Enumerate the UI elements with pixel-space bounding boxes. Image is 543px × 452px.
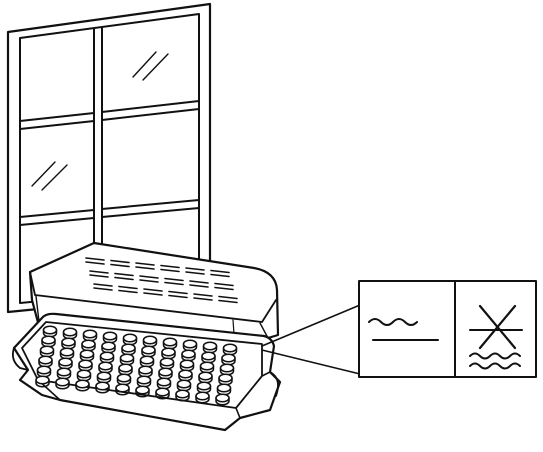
cell-pellet-top [84,330,97,338]
cell-pellet-top [61,348,74,356]
cell-pellet-top [224,344,237,352]
cell-pellet-top [62,338,75,346]
cell-pellet-top [219,374,232,382]
cell-pellet-top [102,342,115,350]
cell-pellet-top [76,380,89,388]
cell-pellet-top [58,368,71,376]
cell-pellet-top [96,382,109,390]
water-level-callout [262,281,536,377]
cell-pellet-top [101,352,114,360]
cell-pellet-top [39,356,52,364]
cell-pellet-top [176,390,189,398]
window-mullion-lower [20,200,199,225]
glass-glare-mark [32,162,67,190]
cell-pellet-top [141,356,154,364]
cell-pellet-top [124,334,137,342]
cell-pellet-top [156,388,169,396]
cell-pellet-top [122,344,135,352]
cell-pellet-top [182,350,195,358]
cell-pellet-top [56,378,69,386]
cell-pellet-top [118,374,131,382]
cell-pellet-top [82,340,95,348]
cell-pellet-top [164,338,177,346]
cell-pellet-top [81,350,94,358]
cell-pellet-top [201,362,214,370]
cell-pellet-top [179,370,192,378]
window-mullion-upper [20,101,199,129]
cell-pellet-top [199,372,212,380]
cell-pellet-top [44,326,57,334]
cell-pellet-top [98,372,111,380]
cell-pellet-top [178,380,191,388]
cell-pellet-top [64,328,77,336]
cell-pellet-top [42,336,55,344]
cell-pellet-top [116,384,129,392]
glass-glare-mark [133,52,168,80]
cell-pellet-top [158,378,171,386]
cell-pellet-top [196,392,209,400]
cell-pellet-top [139,366,152,374]
cell-pellet-top [38,366,51,374]
cell-pellet-top [41,346,54,354]
cell-pellet-top [181,360,194,368]
cell-pellet-top [222,354,235,362]
cell-pellet-top [36,376,49,384]
cell-pellet-top [159,368,172,376]
cell-pellet-top [184,340,197,348]
cell-pellet-top [144,336,157,344]
cell-pellet-top [99,362,112,370]
cell-pellet-top [121,354,134,362]
cell-pellet-top [104,332,117,340]
cell-pellet-top [198,382,211,390]
cell-pellet-top [204,342,217,350]
cell-pellet-top [216,394,229,402]
cell-pellet-top [119,364,132,372]
cell-pellet-top [218,384,231,392]
cell-pellet-top [202,352,215,360]
cell-pellet-top [78,370,91,378]
cell-pellet-top [138,376,151,384]
cell-pellet-top [162,348,175,356]
cell-pellet-top [142,346,155,354]
cell-pellet-top [59,358,72,366]
cell-pellet-top [136,386,149,394]
cell-pellet-top [79,360,92,368]
cell-pellet-top [161,358,174,366]
cell-pellet-top [221,364,234,372]
